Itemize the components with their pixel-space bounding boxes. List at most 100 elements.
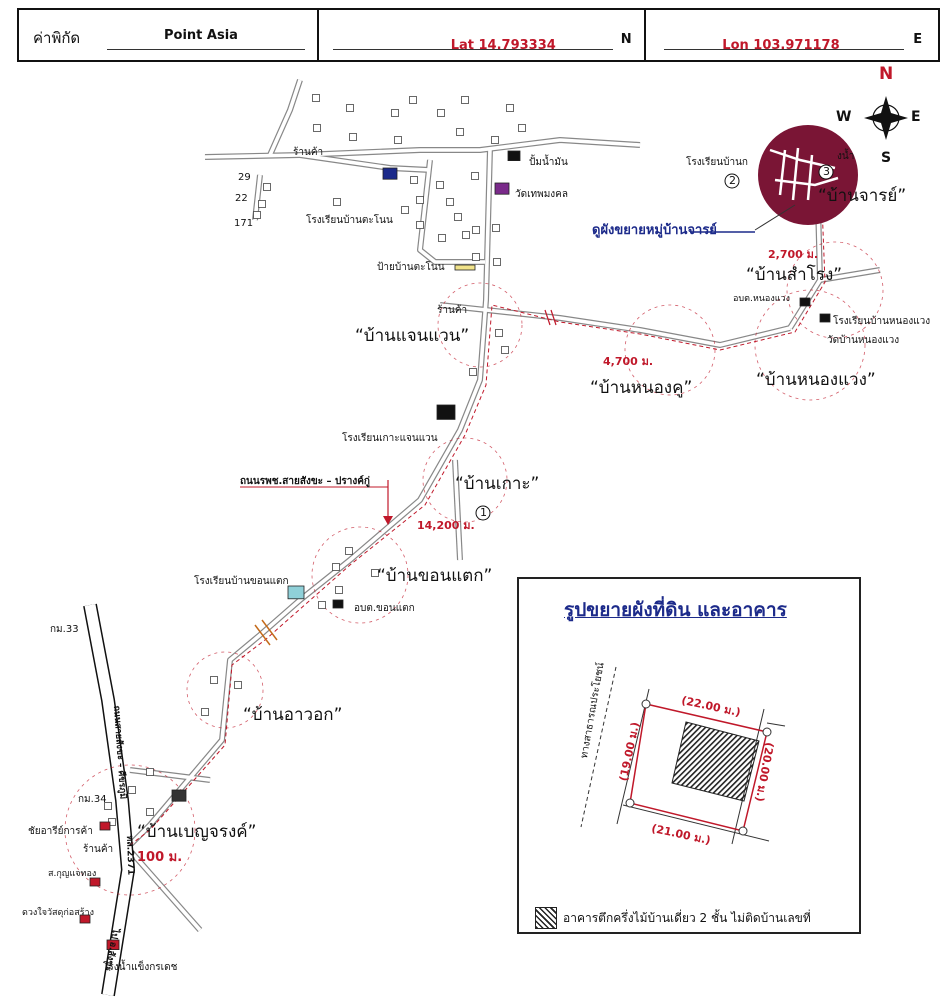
route-path [129,204,826,846]
house-icon [416,196,424,204]
house-icon [391,109,399,117]
house-icon [312,94,320,102]
school-icon [436,404,456,420]
house-icon [501,346,509,354]
label-temple-nongwaeng: วัดบ้านหนองแวง [827,335,900,346]
shop-icon [79,914,91,924]
label-school-nongwaeng: โรงเรียนบ้านหนองแวง [833,316,931,327]
house-icon [438,234,446,242]
house-icon [491,136,499,144]
inset-title: รูปขยายผังที่ดิน และอาคาร [564,599,787,621]
house-icon [258,200,266,208]
datum-cell: ค่าพิกัด Point Asia [19,10,319,60]
distance-14200: 14,200 ม. [417,519,475,532]
label-ice-factory: โรงน้ำแข็งกรเดช [103,962,178,973]
label-km33: กม.33 [50,624,79,635]
house-icon [472,253,480,261]
building-icon [171,789,187,802]
inset-legend: อาคารตึกครึ่งไม้บ้านเดี่ยว 2 ชั้น ไม่ติด… [535,907,811,929]
point-1: 1 [480,506,487,519]
village-benchong: “บ้านเบญจรงค์” [137,822,257,842]
distance-100: 100 ม. [137,850,183,865]
distance-2700: 2,700 ม. [768,248,819,261]
label-house-29: 29 [238,172,251,183]
village-samrong: “บ้านสำโรง” [746,265,843,285]
label-house-22: 22 [235,193,248,204]
house-icon [210,676,218,684]
label-school-kochanwaen: โรงเรียนเกาะแจนแวน [342,433,438,444]
label-school-tanon: โรงเรียนบ้านตะโนน [306,215,393,226]
village-chan: “บ้านจารย์” [818,186,907,206]
coordinate-header: ค่าพิกัด Point Asia Lat 14.793334 N Lon … [17,8,940,62]
label-shop2: ร้านค้า [437,305,468,316]
ban-chan-zoom-circle [758,125,858,225]
house-icon [335,586,343,594]
house-icon [472,226,480,234]
label-shop-chaiaree: ชัยอารีย์การค้า [28,826,93,837]
house-icon [461,96,469,104]
lon-cell: Lon 103.971178 E [646,10,938,60]
label-road-name: ถนนรพช.สายสังขะ – ปรางค์กู่ [240,476,370,487]
house-icon [234,681,242,689]
label-shop3: ร้านค้า [83,844,114,855]
datum-value: Point Asia [164,28,238,43]
house-icon [469,368,477,376]
shop-icon [89,877,101,887]
label-sign-tanon: ป้ายบ้านตะโนน [377,262,445,273]
house-icon [506,104,514,112]
house-icon [436,181,444,189]
temple-icon [494,182,510,195]
village-nongkhu: “บ้านหนองคู” [590,378,693,398]
coord-label: ค่าพิกัด [33,29,81,47]
distance-4700: 4,700 ม. [603,355,654,368]
compass-e: E [911,109,921,125]
label-school-chan: โรงเรียนบ้านก [686,157,748,168]
house-icon [332,563,340,571]
house-icon [128,786,136,794]
house-icon [313,124,321,132]
house-icon [146,808,154,816]
house-icon [492,224,500,232]
label-gas-station: ปั้มน้ำมัน [529,157,568,168]
house-icon [493,258,501,266]
house-icon [349,133,357,141]
building-footprint [671,721,760,802]
compass-n: N [879,64,894,84]
sign-icon [454,264,476,271]
point-3: 3 [823,165,830,178]
house-icon [318,601,326,609]
label-temple-thepmongkol: วัดเทพมงคล [515,189,569,200]
land-plot-diagram [580,666,786,845]
house-icon [345,547,353,555]
label-abt-khontaek: อบต.ขอนแตก [354,603,415,614]
village-nongwaeng: “บ้านหนองแวง” [756,370,876,390]
house-icon [446,198,454,206]
compass-w: W [836,109,852,125]
gas-station-icon [507,150,521,162]
legend-text: อาคารตึกครึ่งไม้บ้านเดี่ยว 2 ชั้น ไม่ติด… [563,910,811,925]
label-abt-nongwaeng: อบต.หนองแวง [733,294,790,304]
house-icon [346,104,354,112]
village-khontaek: “บ้านขอนแตก” [377,566,493,586]
zoom-village-link[interactable]: ดูผังขยายหมู่บ้านจารย์ [592,223,717,238]
house-icon [333,198,341,206]
label-water: งน้ำ [837,151,855,162]
house-icon [454,213,462,221]
village-awok: “บ้านอาวอก” [243,705,343,725]
shop-icon [106,939,120,951]
compass-s: S [881,150,892,166]
house-icon [104,802,112,810]
house-icon [471,172,479,180]
land-plan-inset: รูปขยายผังที่ดิน และอาคาร ทางสาธารณประโย… [517,577,861,934]
school-icon [382,167,398,180]
compass-rose-icon [864,96,908,140]
house-icon [518,124,526,132]
point-2: 2 [729,174,736,187]
house-icon [146,768,154,776]
house-icon [416,221,424,229]
shop-icon [99,821,111,831]
house-icon [410,176,418,184]
school-icon [819,313,831,323]
house-icon [437,109,445,117]
